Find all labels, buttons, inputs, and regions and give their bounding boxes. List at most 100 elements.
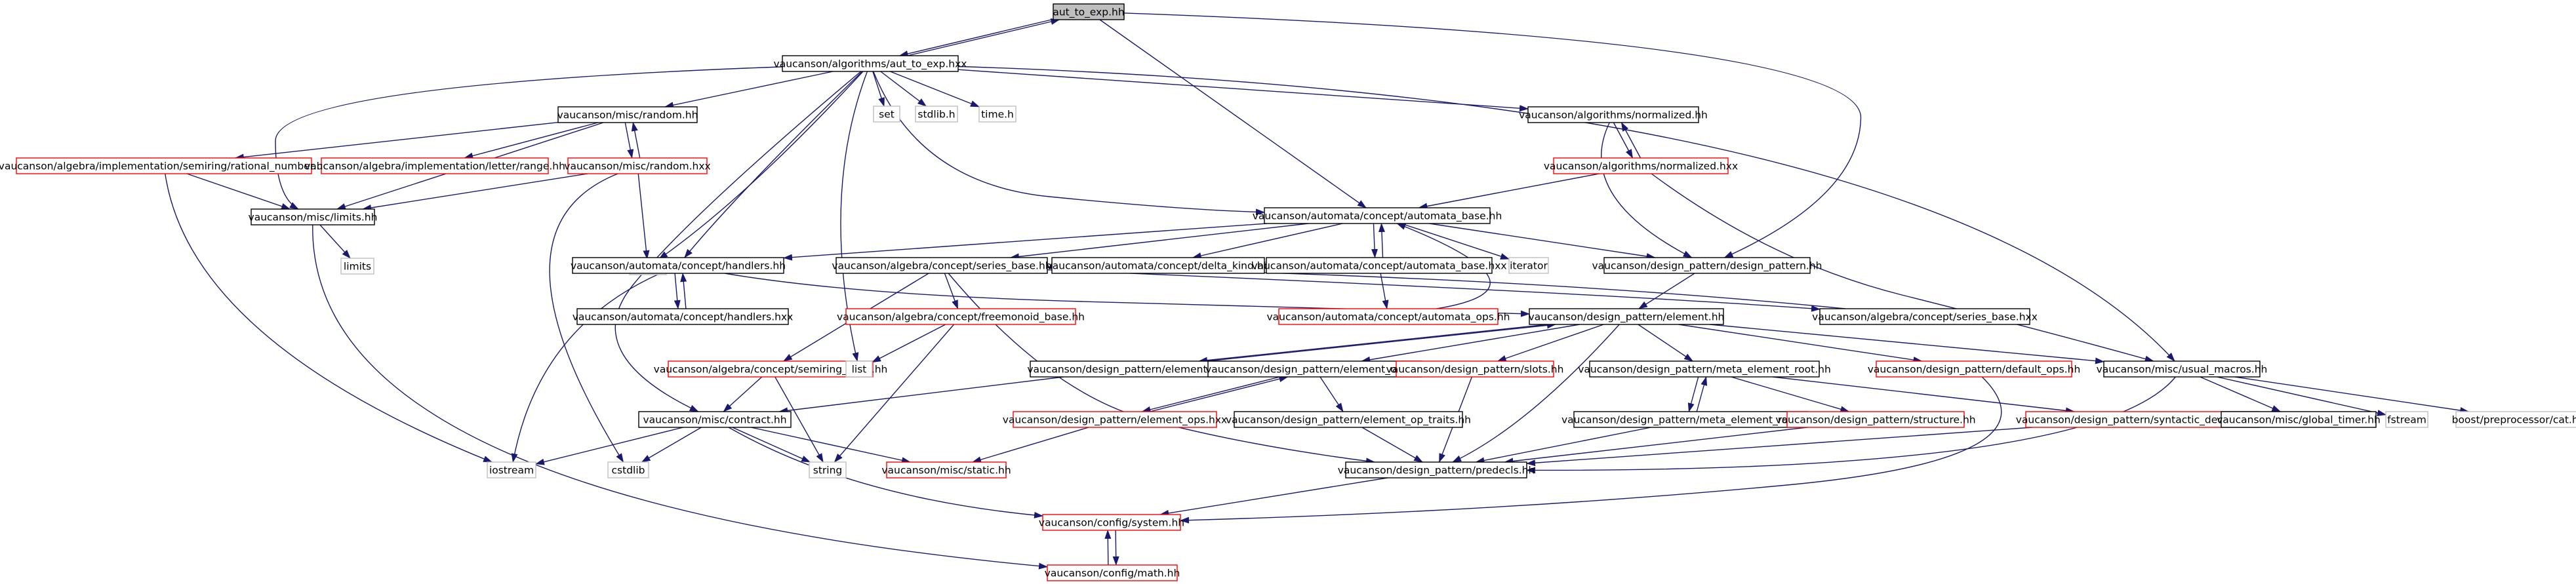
- node-label: vaucanson/design_pattern/default_ops.hh: [1868, 364, 2081, 376]
- node-handlers-hxx[interactable]: vaucanson/automata/concept/handlers.hxx: [573, 308, 794, 325]
- node-fstream[interactable]: fstream: [2385, 411, 2428, 428]
- edge-element_hh-to-meta_element_root_hh: [1638, 324, 1693, 362]
- node-boost-cat-hpp[interactable]: boost/preprocessor/cat.hpp: [2452, 411, 2576, 428]
- node-set[interactable]: set: [873, 106, 900, 123]
- node-string[interactable]: string: [809, 461, 847, 478]
- node-box: [1553, 157, 1729, 174]
- node-label: vaucanson/design_pattern/slots.hh: [1386, 364, 1564, 376]
- edge-misc_random_hxx-to-vector: [637, 173, 650, 260]
- node-design-pattern-hh[interactable]: vaucanson/design_pattern/design_pattern.…: [1592, 257, 1822, 274]
- node-label: vaucanson/config/system.hh: [1039, 517, 1184, 529]
- node-series-base-hh[interactable]: vaucanson/algebra/concept/series_base.hh: [832, 257, 1052, 274]
- edge-element_op_traits_hh-to-predecls_hh: [1361, 427, 1423, 463]
- node-meta-element-root-hh[interactable]: vaucanson/design_pattern/meta_element_ro…: [1578, 360, 1831, 378]
- node-misc-static-hh[interactable]: vaucanson/misc/static.hh: [881, 461, 1011, 478]
- edge-automata_ops_hh-to-automata_base_hh: [1396, 223, 1491, 309]
- node-handlers-hh[interactable]: vaucanson/automata/concept/handlers.hh: [571, 257, 786, 274]
- edge-structure_hh-to-predecls_hh: [1504, 427, 1807, 465]
- node-iterator[interactable]: iterator: [1508, 257, 1549, 274]
- node-syntactic-decorator-hh[interactable]: vaucanson/design_pattern/syntactic_decor…: [2016, 411, 2269, 428]
- node-element-op-traits-hh[interactable]: vaucanson/design_pattern/element_op_trai…: [1226, 411, 1471, 428]
- node-box: [607, 461, 649, 478]
- node-normalized-hh[interactable]: vaucanson/algorithms/normalized.hh: [1519, 106, 1708, 123]
- edge-aut_to_exp_hh-to-automata_base_hh: [1099, 19, 1367, 208]
- node-label: set: [879, 109, 895, 121]
- node-aut-to-exp-hxx[interactable]: vaucanson/algorithms/aut_to_exp.hxx: [774, 55, 967, 72]
- edge-misc_limits_hh-to-config_math_hh: [312, 224, 1048, 570]
- node-element-hxx[interactable]: vaucanson/design_pattern/element.hxx: [1027, 360, 1229, 378]
- node-label: vaucanson/algebra/concept/series_base.hx…: [1812, 311, 2038, 324]
- node-freemonoid-base-hh[interactable]: vaucanson/algebra/concept/freemonoid_bas…: [837, 308, 1085, 325]
- node-cstdlib[interactable]: cstdlib: [607, 461, 649, 478]
- node-letter-range-hh[interactable]: vaucanson/algebra/implementation/letter/…: [304, 157, 565, 174]
- node-label: vaucanson/misc/random.hh: [557, 109, 698, 121]
- node-box: [1013, 411, 1217, 428]
- edge-normalized_hxx-to-normalized_hh: [1620, 122, 1641, 159]
- edge-aut_to_exp_hxx-to-misc_limits_hh: [275, 66, 783, 210]
- edge-aut_to_exp_hxx-to-stdlib_h: [880, 71, 927, 107]
- edge-aut_to_exp_hh-to-aut_to_exp_hxx: [898, 19, 1052, 57]
- node-misc-random-hxx[interactable]: vaucanson/misc/random.hxx: [564, 157, 711, 174]
- node-delta-kind-hh[interactable]: vaucanson/automata/concept/delta_kind.hh: [1047, 257, 1270, 274]
- node-misc-limits-hh[interactable]: vaucanson/misc/limits.hh: [249, 208, 378, 225]
- edge-meta_element_root_hxx-to-meta_element_root_hh: [1696, 376, 1708, 412]
- node-box: [845, 360, 873, 378]
- node-config-math-hh[interactable]: vaucanson/config/math.hh: [1045, 564, 1180, 581]
- edge-aut_to_exp_hxx-to-usual_macros_hh: [957, 66, 2175, 362]
- node-box: [2025, 411, 2260, 428]
- node-label: vaucanson/design_pattern/syntactic_decor…: [2016, 414, 2269, 427]
- node-default-ops-hh[interactable]: vaucanson/design_pattern/default_ops.hh: [1868, 360, 2081, 378]
- node-contract-hh[interactable]: vaucanson/misc/contract.hh: [638, 411, 792, 428]
- edge-rational_number_hh-to-misc_limits_hh: [186, 173, 291, 210]
- node-label: vaucanson/misc/usual_macros.hh: [2097, 364, 2268, 376]
- edge-semiring_base_hh-to-contract_hh: [723, 376, 763, 412]
- node-limits[interactable]: limits: [340, 258, 374, 275]
- edge-normalized_hh-to-normalized_hxx: [1613, 122, 1634, 159]
- node-automata-base-hh[interactable]: vaucanson/automata/concept/automata_base…: [1253, 207, 1502, 224]
- node-label: vaucanson/design_pattern/element_ops.hh: [1205, 364, 1424, 376]
- node-slots-hh[interactable]: vaucanson/design_pattern/slots.hh: [1386, 360, 1564, 378]
- node-box: [1508, 257, 1549, 274]
- node-normalized-hxx[interactable]: vaucanson/algorithms/normalized.hxx: [1544, 157, 1738, 174]
- node-iostream[interactable]: iostream: [487, 461, 536, 478]
- node-config-system-hh[interactable]: vaucanson/config/system.hh: [1039, 514, 1184, 531]
- node-label: vaucanson/automata/concept/automata_base…: [1253, 210, 1502, 223]
- node-aut-to-exp-hh[interactable]: aut_to_exp.hh: [1053, 3, 1125, 20]
- node-box: [567, 157, 708, 174]
- node-predecls-hh[interactable]: vaucanson/design_pattern/predecls.hh: [1338, 461, 1535, 478]
- edge-aut_to_exp_hxx-to-aut_to_exp_hh: [907, 18, 1060, 56]
- node-time-h[interactable]: time.h: [978, 106, 1016, 123]
- node-rational-number-hh[interactable]: vaucanson/algebra/implementation/semirin…: [0, 157, 329, 174]
- edge-aut_to_exp_hxx-to-set: [872, 71, 885, 107]
- node-label: vaucanson/algebra/implementation/letter/…: [304, 161, 565, 172]
- node-automata-ops-hh[interactable]: vaucanson/automata/concept/automata_ops.…: [1266, 308, 1510, 325]
- edge-semiring_base_hh-to-string: [775, 376, 824, 463]
- node-automata-base-hxx[interactable]: vaucanson/automata/concept/automata_base…: [1251, 257, 1507, 274]
- edge-aut_to_exp_hxx-to-vector: [658, 71, 864, 260]
- node-box: [340, 258, 374, 275]
- node-global-timer-hh[interactable]: vaucanson/misc/global_timer.hh: [2217, 411, 2381, 428]
- node-label: vaucanson/algebra/concept/series_base.hh: [832, 260, 1051, 273]
- node-stdlib-h[interactable]: stdlib.h: [915, 106, 958, 123]
- node-structure-hh[interactable]: vaucanson/design_pattern/structure.hh: [1775, 411, 1976, 428]
- node-element-ops-hxx[interactable]: vaucanson/design_pattern/element_ops.hxx: [1003, 411, 1227, 428]
- node-element-ops-hh[interactable]: vaucanson/design_pattern/element_ops.hh: [1205, 360, 1424, 378]
- edge-element_hh-to-predecls_hh: [1452, 324, 1620, 463]
- edge-element_hxx-to-element_hh: [1206, 322, 1556, 362]
- edge-meta_element_root_hh-to-meta_element_root_hxx: [1687, 376, 1699, 412]
- edge-freemonoid_base_hh-to-list: [872, 324, 946, 363]
- node-label: vaucanson/design_pattern/element.hxx: [1027, 364, 1228, 376]
- node-list[interactable]: list: [845, 360, 873, 378]
- node-label: vaucanson/algebra/concept/freemonoid_bas…: [837, 311, 1085, 324]
- node-semiring-base-hh[interactable]: vaucanson/algebra/concept/semiring_base.…: [654, 360, 888, 378]
- node-usual-macros-hh[interactable]: vaucanson/misc/usual_macros.hh: [2097, 360, 2268, 378]
- edge-automata_base_hxx-to-automata_base_hh: [1378, 223, 1385, 258]
- node-element-hh[interactable]: vaucanson/design_pattern/element.hh: [1529, 308, 1725, 325]
- edge-contract_hh-to-misc_static_hh: [750, 427, 911, 464]
- node-label: vaucanson/misc/limits.hh: [249, 212, 378, 224]
- node-misc-random-hh[interactable]: vaucanson/misc/random.hh: [557, 106, 698, 123]
- node-box: [321, 157, 549, 174]
- node-series-base-hxx[interactable]: vaucanson/algebra/concept/series_base.hx…: [1812, 308, 2038, 325]
- edge-aut_to_exp_hxx-to-automata_base_hh: [873, 71, 1265, 216]
- node-label: vaucanson/design_pattern/element_op_trai…: [1226, 414, 1471, 427]
